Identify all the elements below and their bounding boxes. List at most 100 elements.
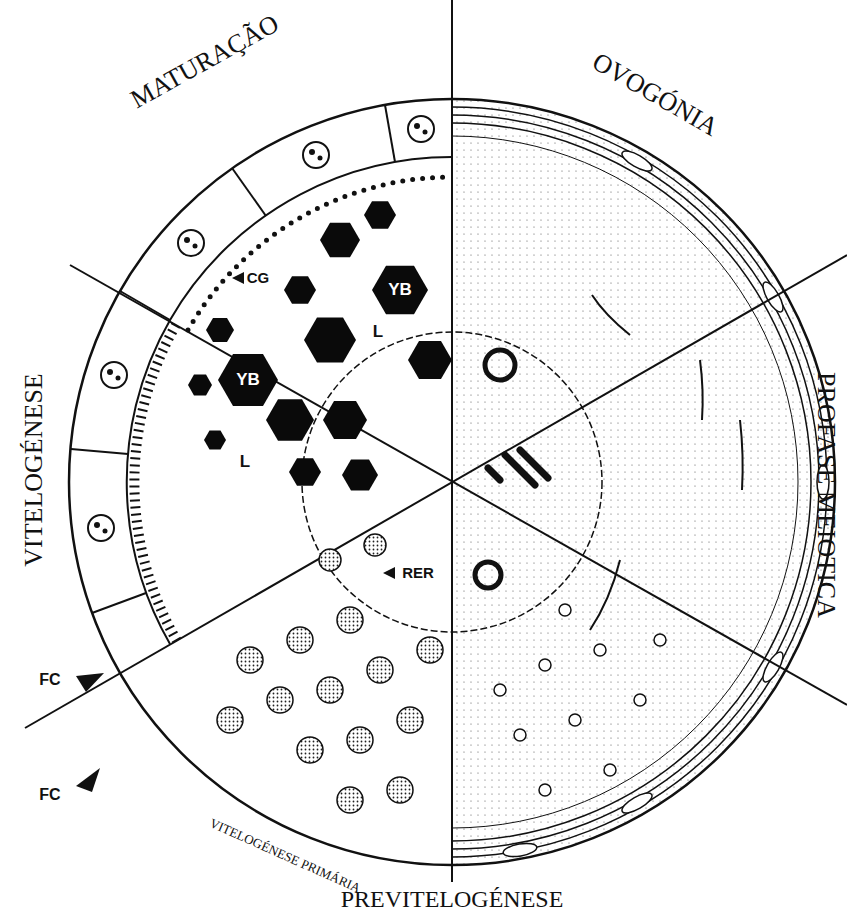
structure-label: RER xyxy=(400,565,436,582)
stage-title: PREVITELOGÉNESE xyxy=(341,886,564,912)
stage-title: OVOGÓNIA xyxy=(587,48,723,143)
structure-label: FC xyxy=(39,786,60,804)
structure-label: FC xyxy=(39,671,60,689)
structure-label: CG xyxy=(245,270,272,287)
yolk-bodies xyxy=(323,401,367,439)
germinal-vesicle xyxy=(302,332,602,632)
yolk-bodies xyxy=(372,266,428,314)
yolk-bodies xyxy=(266,399,314,441)
follicle-cell-walls xyxy=(120,291,170,320)
rer-whorls xyxy=(387,777,413,803)
theca-layers xyxy=(452,136,798,828)
yolk-bodies xyxy=(408,341,452,379)
nucleus-chromatin xyxy=(103,529,108,534)
chromosomes xyxy=(488,468,500,480)
pointer-arrows xyxy=(232,272,244,284)
stage-title: PROFASE MEIOTICA xyxy=(812,372,841,618)
structure-label: L xyxy=(238,453,252,472)
yolk-bodies xyxy=(289,458,321,486)
previtellogenic-vesicles xyxy=(654,634,666,646)
nucleolus xyxy=(475,562,501,588)
follicle-cell-walls xyxy=(92,593,146,613)
yolk-bodies xyxy=(304,317,356,362)
previtellogenic-vesicles xyxy=(494,604,666,796)
chromosomes xyxy=(488,450,548,485)
yolk-bodies xyxy=(342,459,378,490)
rer-whorls xyxy=(237,647,263,673)
rer-whorls xyxy=(317,677,343,703)
theca-cells xyxy=(502,147,829,859)
previtellogenic-vesicles xyxy=(514,729,526,741)
nucleus-chromatin xyxy=(116,376,121,381)
theca-layers xyxy=(452,115,819,849)
nucleus-chromatin xyxy=(309,149,315,155)
yolk-bodies xyxy=(188,201,452,490)
theca-layers xyxy=(452,107,827,857)
rer-whorls xyxy=(267,687,293,713)
pointer-arrows xyxy=(76,272,395,792)
er-tubules xyxy=(740,420,743,490)
sector-lines xyxy=(25,255,847,728)
nucleus-chromatin xyxy=(184,237,190,243)
stage-title: VITELOGÉNESE xyxy=(20,373,49,567)
theca-cells xyxy=(619,147,654,174)
rer-whorls xyxy=(287,627,313,653)
previtellogenic-vesicles xyxy=(559,604,571,616)
yolk-bodies xyxy=(188,375,212,396)
rer-whorls xyxy=(297,737,323,763)
yolk-bodies xyxy=(218,354,278,406)
nucleolus xyxy=(475,350,515,588)
sector-lines xyxy=(25,0,847,882)
nucleus-chromatin xyxy=(318,156,323,161)
rer-whorls xyxy=(397,707,423,733)
follicle-cell-nuclei xyxy=(101,362,127,388)
structure-label: YB xyxy=(388,281,412,300)
cytoplasm-stipple xyxy=(452,100,847,890)
cytoplasm-stipple xyxy=(452,100,847,890)
rer-whorls xyxy=(217,707,243,733)
nucleus-chromatin xyxy=(423,130,428,135)
rer-whorls xyxy=(347,727,373,753)
yolk-bodies xyxy=(206,318,234,342)
nucleolus xyxy=(485,350,515,380)
nucleus-chromatin xyxy=(94,522,100,528)
substage-label: VITELOGÉNESE PRIMÁRIA xyxy=(207,816,362,896)
previtellogenic-vesicles xyxy=(604,764,616,776)
structure-label: L xyxy=(371,323,385,342)
rer-whorls xyxy=(367,657,393,683)
structure-label: YB xyxy=(236,371,260,390)
follicle-cell-walls xyxy=(232,168,266,216)
yolk-bodies xyxy=(364,201,396,229)
follicle-band xyxy=(127,157,452,644)
yolk-bodies xyxy=(320,223,360,258)
nucleus-chromatin xyxy=(107,369,113,375)
previtellogenic-vesicles xyxy=(634,694,646,706)
previtellogenic-vesicles xyxy=(594,644,606,656)
rer-whorls xyxy=(337,607,363,633)
er-tubules xyxy=(592,295,630,335)
nucleus-chromatin xyxy=(414,123,420,129)
follicle-cell-walls xyxy=(385,105,395,162)
yolk-bodies xyxy=(284,276,316,304)
theca-layers xyxy=(452,123,811,841)
previtellogenic-vesicles xyxy=(494,684,506,696)
follicle-cell-nuclei xyxy=(303,142,329,168)
sector-lines xyxy=(70,265,847,705)
stage-title: MATURAÇÃO xyxy=(126,10,284,115)
theca-cells xyxy=(759,649,786,684)
follicle-cell-nuclei xyxy=(88,515,114,541)
follicle-cell-nuclei xyxy=(408,116,434,142)
theca-cells xyxy=(619,789,654,816)
microvilli xyxy=(134,323,177,641)
follicle-cell-walls xyxy=(71,449,128,454)
pointer-arrows xyxy=(383,567,395,579)
nucleus-chromatin xyxy=(94,123,428,534)
follicle-cell-nuclei xyxy=(178,230,204,256)
rer-whorls xyxy=(217,534,443,813)
rer-whorls xyxy=(417,637,443,663)
rer-whorls xyxy=(337,787,363,813)
pointer-arrows xyxy=(76,673,104,692)
pointer-arrows xyxy=(76,768,100,792)
